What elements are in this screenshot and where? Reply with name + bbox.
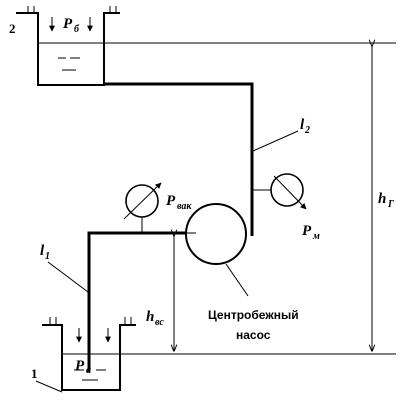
vacuum-gauge: P вак — [123, 182, 192, 233]
bottom-tank-leader-line — [35, 380, 63, 393]
bottom-tank: 1 P а — [31, 317, 136, 393]
top-tank: 2 P б — [9, 6, 120, 86]
bottom-tank-pressure-symbol: P — [75, 358, 85, 374]
geometric-head-symbol: h — [378, 191, 386, 207]
suction-pipe-sub: 1 — [45, 251, 50, 262]
suction-pipe-symbol: l — [40, 243, 45, 259]
pump-caption: Центробежный насос — [208, 263, 299, 342]
vacuum-gauge-needle — [123, 182, 162, 220]
suction-pipe-leader — [47, 261, 89, 293]
pump-casing — [185, 203, 247, 265]
vacuum-gauge-symbol: P — [166, 193, 176, 209]
suction-height-sub: вс — [155, 317, 164, 328]
top-tank-number: 2 — [9, 21, 16, 36]
discharge-pipe-leader — [252, 130, 299, 152]
centrifugal-pump — [185, 203, 247, 265]
pump-caption-line2: насос — [236, 328, 271, 342]
pressure-gauge-symbol: P — [302, 223, 312, 239]
dimension-lines: h Г h вс — [89, 43, 396, 355]
pump-caption-line1: Центробежный — [208, 308, 299, 322]
bottom-tank-number: 1 — [31, 366, 38, 381]
discharge-pipe — [104, 82, 254, 236]
pressure-gauge-sub: м — [312, 231, 320, 242]
top-tank-pressure-sub: б — [74, 24, 80, 35]
suction-height-symbol: h — [146, 309, 154, 325]
discharge-pipe-symbol: l — [300, 117, 305, 133]
vacuum-gauge-sub: вак — [177, 201, 192, 212]
discharge-pipe-sub: 2 — [304, 125, 310, 136]
pressure-gauge: P м — [252, 173, 320, 242]
top-tank-pressure-symbol: P — [63, 16, 73, 32]
bottom-tank-walls — [42, 324, 136, 391]
pressure-gauge-needle — [273, 175, 307, 210]
pipe-labels: l 2 l 1 — [40, 117, 310, 293]
pump-caption-leader — [225, 263, 249, 297]
geometric-head-sub: Г — [387, 199, 395, 210]
